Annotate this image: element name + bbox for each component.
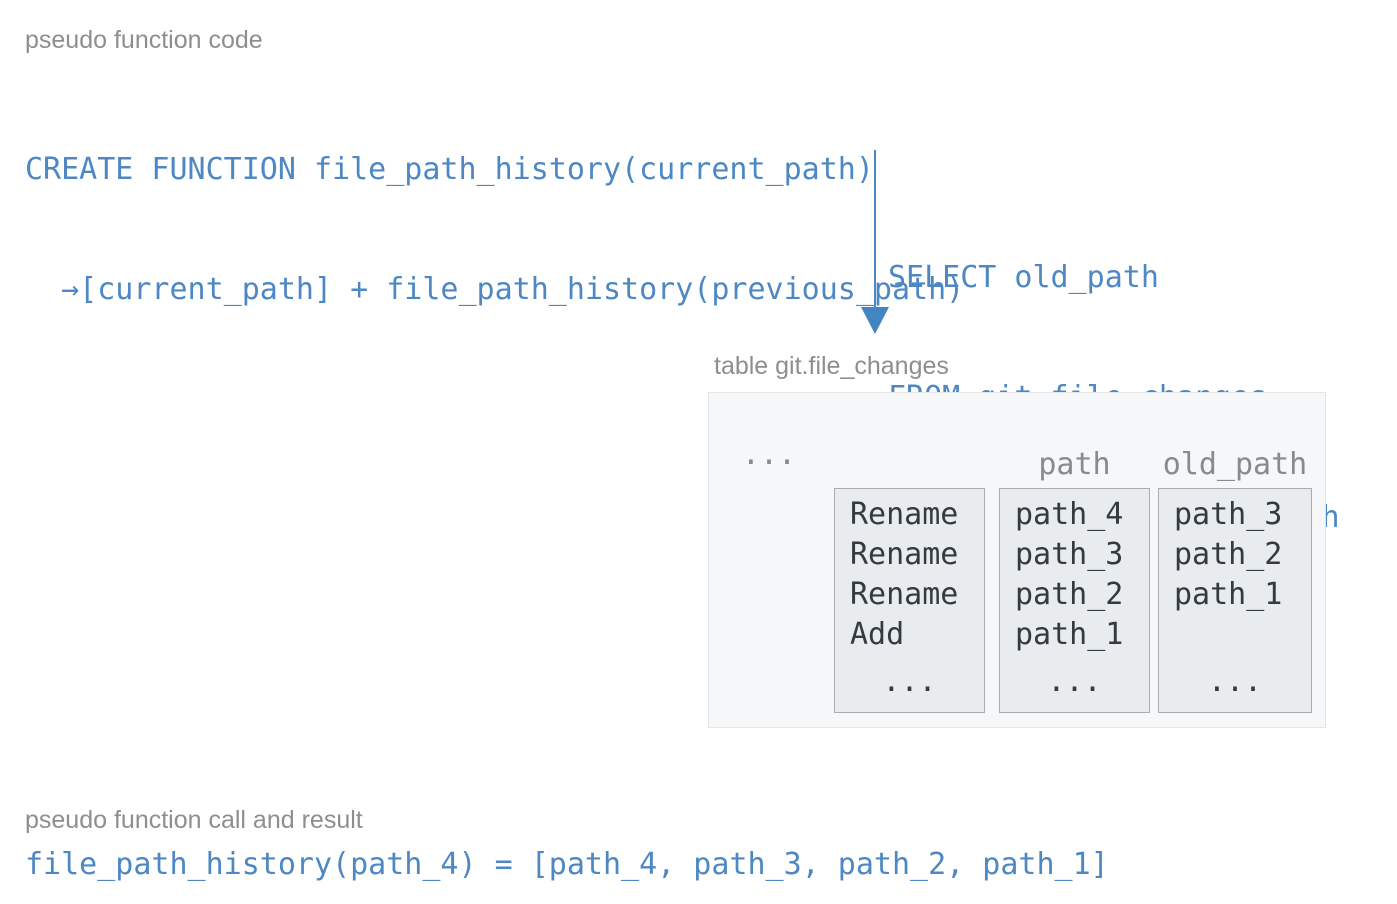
column-ellipsis: ...	[1207, 664, 1263, 699]
sql-query-line: SELECT old_path	[888, 260, 1159, 295]
table-caption: table git.file_changes	[714, 352, 949, 380]
result-caption: pseudo function call and result	[25, 806, 363, 834]
function-code-line: →[current_path] + file_path_history(prev…	[25, 272, 965, 307]
table-cell: path_3	[1015, 537, 1124, 572]
file-changes-table: ... change_ type path old_path Rename Re…	[708, 392, 1326, 728]
function-code-caption: pseudo function code	[25, 26, 263, 54]
column-ellipsis: ...	[1047, 664, 1102, 699]
column-path: path_4 path_3 path_2 path_1 ...	[999, 488, 1150, 713]
function-code-block: CREATE FUNCTION file_path_history(curren…	[25, 70, 964, 390]
column-header-path: path	[1038, 447, 1111, 482]
table-cell: Rename	[850, 497, 959, 532]
table-cell: path_4	[1015, 497, 1124, 532]
flow-arrow-down-icon	[861, 307, 889, 334]
table-cell: path_1	[1174, 577, 1283, 612]
function-code-line: CREATE FUNCTION file_path_history(curren…	[25, 152, 874, 187]
table-cell: path_2	[1015, 577, 1124, 612]
flow-arrow-line	[874, 150, 876, 308]
column-change-type: Rename Rename Rename Add ...	[834, 488, 985, 713]
table-ellipsis-column: ...	[741, 437, 797, 472]
column-old-path: path_3 path_2 path_1 ...	[1158, 488, 1312, 713]
result-code-line: file_path_history(path_4) = [path_4, pat…	[25, 847, 1109, 882]
table-cell: Add	[850, 617, 905, 652]
table-cell: Rename	[850, 577, 959, 612]
column-header-old-path: old_path	[1162, 447, 1308, 482]
table-cell: path_1	[1015, 617, 1124, 652]
table-cell: path_3	[1174, 497, 1283, 532]
column-ellipsis: ...	[882, 664, 937, 699]
table-cell: Rename	[850, 537, 959, 572]
table-cell: path_2	[1174, 537, 1283, 572]
